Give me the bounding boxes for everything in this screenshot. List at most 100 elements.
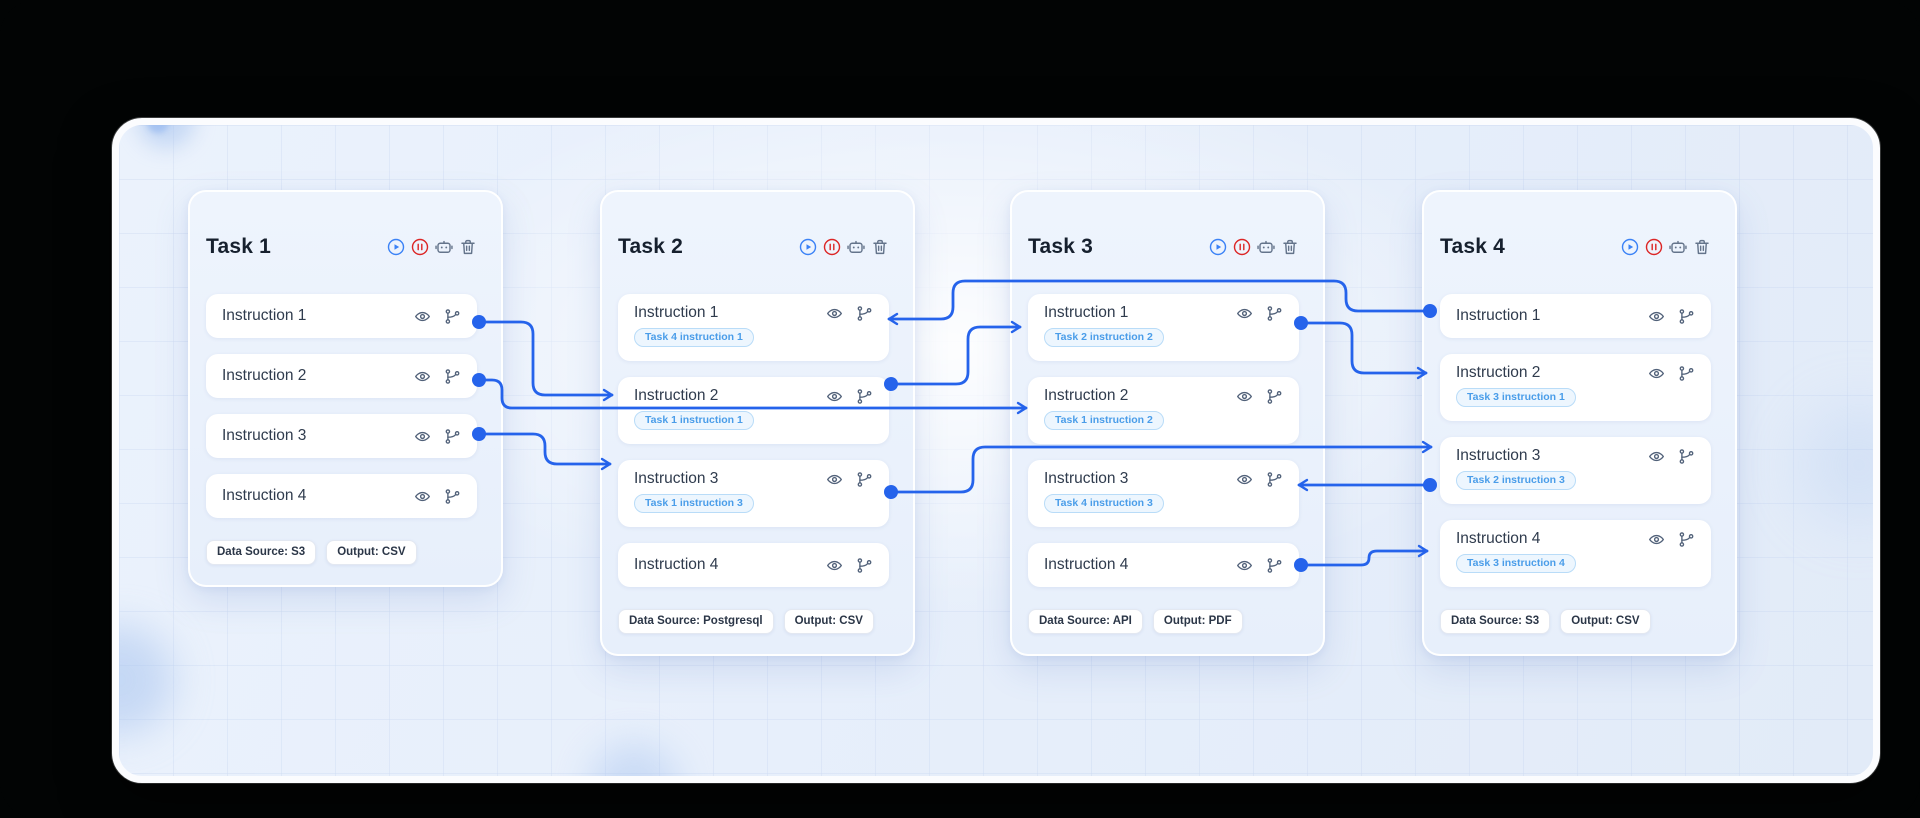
run-task-button play-icon[interactable] xyxy=(387,238,405,256)
pause-task-button pause-icon[interactable] xyxy=(823,238,841,256)
link-instruction-button git-branch-icon[interactable] xyxy=(444,368,461,385)
task-title: Task 4 xyxy=(1440,235,1506,258)
pause-task-button pause-icon[interactable] xyxy=(1645,238,1663,256)
view-instruction-button eye-icon[interactable] xyxy=(1236,388,1253,405)
run-task-button play-icon[interactable] xyxy=(1209,238,1227,256)
link-instruction-button git-branch-icon[interactable] xyxy=(444,428,461,445)
link-instruction-button git-branch-icon[interactable] xyxy=(1678,531,1695,548)
task-actions xyxy=(1209,238,1299,256)
link-instruction-button git-branch-icon[interactable] xyxy=(856,388,873,405)
pause-task-button pause-icon[interactable] xyxy=(411,238,429,256)
automate-task-button bot-icon[interactable] xyxy=(1257,238,1275,256)
task-title: Task 3 xyxy=(1028,235,1094,258)
automate-task-button bot-icon[interactable] xyxy=(435,238,453,256)
meta-badge: Output: CSV xyxy=(783,609,874,634)
instruction-actions xyxy=(1648,365,1695,382)
link-instruction-button git-branch-icon[interactable] xyxy=(1266,557,1283,574)
task-card-1: Task 1 Instruction 1 Instruction 2 Instruc… xyxy=(188,190,503,587)
delete-task-button trash-icon[interactable] xyxy=(1281,238,1299,256)
instruction-label: Instruction 4 xyxy=(1456,530,1541,547)
instruction-actions xyxy=(414,368,461,385)
automate-task-button bot-icon[interactable] xyxy=(1669,238,1687,256)
instruction-row[interactable]: Instruction 4 xyxy=(206,474,477,518)
automate-task-button bot-icon[interactable] xyxy=(847,238,865,256)
dependency-badge: Task 3 instruction 4 xyxy=(1456,554,1576,573)
link-instruction-button git-branch-icon[interactable] xyxy=(1266,388,1283,405)
view-instruction-button eye-icon[interactable] xyxy=(1648,308,1665,325)
view-instruction-button eye-icon[interactable] xyxy=(826,557,843,574)
delete-task-button trash-icon[interactable] xyxy=(871,238,889,256)
instruction-actions xyxy=(1236,388,1283,405)
run-task-button play-icon[interactable] xyxy=(1621,238,1639,256)
link-instruction-button git-branch-icon[interactable] xyxy=(856,557,873,574)
pause-task-button pause-icon[interactable] xyxy=(1233,238,1251,256)
task-actions xyxy=(1621,238,1711,256)
instruction-row[interactable]: Instruction 2 xyxy=(206,354,477,398)
task-meta: Data Source: S3 Output: CSV xyxy=(206,540,477,565)
link-instruction-button git-branch-icon[interactable] xyxy=(444,308,461,325)
instruction-actions xyxy=(1236,471,1283,488)
instruction-label: Instruction 1 xyxy=(222,307,307,324)
view-instruction-button eye-icon[interactable] xyxy=(826,471,843,488)
decorative-blob xyxy=(147,125,169,133)
view-instruction-button eye-icon[interactable] xyxy=(414,428,431,445)
link-instruction-button git-branch-icon[interactable] xyxy=(1678,448,1695,465)
meta-badge: Output: PDF xyxy=(1152,609,1243,634)
task-actions xyxy=(799,238,889,256)
instruction-label: Instruction 2 xyxy=(222,367,307,384)
link-instruction-button git-branch-icon[interactable] xyxy=(444,488,461,505)
meta-badge: Output: CSV xyxy=(326,540,417,565)
view-instruction-button eye-icon[interactable] xyxy=(1648,365,1665,382)
instruction-label: Instruction 4 xyxy=(1044,556,1129,573)
dependency-badge: Task 1 instruction 2 xyxy=(1044,411,1164,430)
instruction-row[interactable]: Instruction 4 Task 3 instruction 4 xyxy=(1440,520,1711,587)
instruction-actions xyxy=(826,557,873,574)
task-title: Task 1 xyxy=(206,235,272,258)
instruction-row[interactable]: Instruction 1 xyxy=(1440,294,1711,338)
meta-badge: Data Source: S3 xyxy=(206,540,317,565)
instruction-row[interactable]: Instruction 3 xyxy=(206,414,477,458)
dependency-badge: Task 2 instruction 3 xyxy=(1456,471,1576,490)
link-instruction-button git-branch-icon[interactable] xyxy=(856,471,873,488)
instruction-actions xyxy=(414,308,461,325)
view-instruction-button eye-icon[interactable] xyxy=(414,368,431,385)
link-instruction-button git-branch-icon[interactable] xyxy=(1678,308,1695,325)
instruction-row[interactable]: Instruction 1 xyxy=(206,294,477,338)
dependency-badge: Task 4 instruction 1 xyxy=(634,328,754,347)
delete-task-button trash-icon[interactable] xyxy=(1693,238,1711,256)
task-title: Task 2 xyxy=(618,235,684,258)
view-instruction-button eye-icon[interactable] xyxy=(826,305,843,322)
link-instruction-button git-branch-icon[interactable] xyxy=(1266,305,1283,322)
run-task-button play-icon[interactable] xyxy=(799,238,817,256)
delete-task-button trash-icon[interactable] xyxy=(459,238,477,256)
link-instruction-button git-branch-icon[interactable] xyxy=(1678,365,1695,382)
view-instruction-button eye-icon[interactable] xyxy=(1236,557,1253,574)
view-instruction-button eye-icon[interactable] xyxy=(826,388,843,405)
view-instruction-button eye-icon[interactable] xyxy=(1236,471,1253,488)
view-instruction-button eye-icon[interactable] xyxy=(1236,305,1253,322)
view-instruction-button eye-icon[interactable] xyxy=(414,488,431,505)
view-instruction-button eye-icon[interactable] xyxy=(1648,531,1665,548)
link-instruction-button git-branch-icon[interactable] xyxy=(1266,471,1283,488)
task-actions xyxy=(387,238,477,256)
instruction-row[interactable]: Instruction 4 xyxy=(1028,543,1299,587)
instruction-actions xyxy=(1236,305,1283,322)
link-instruction-button git-branch-icon[interactable] xyxy=(856,305,873,322)
view-instruction-button eye-icon[interactable] xyxy=(414,308,431,325)
instruction-row[interactable]: Instruction 4 xyxy=(618,543,889,587)
dependency-badge: Task 1 instruction 1 xyxy=(634,411,754,430)
view-instruction-button eye-icon[interactable] xyxy=(1648,448,1665,465)
dependency-badge: Task 2 instruction 2 xyxy=(1044,328,1164,347)
